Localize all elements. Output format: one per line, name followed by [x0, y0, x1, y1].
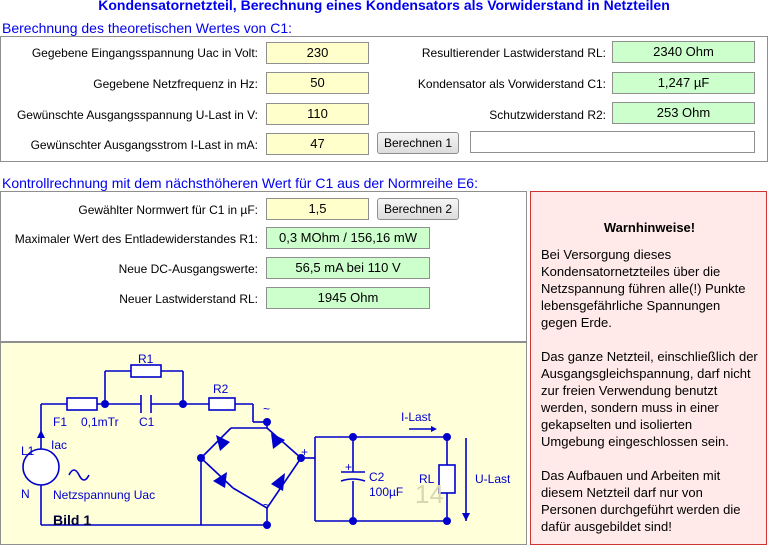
dc-output-field: 56,5 mA bei 110 V: [266, 257, 430, 279]
calculate-2-button[interactable]: Berechnen 2: [377, 198, 459, 220]
label-ulast: U-Last: [475, 472, 511, 486]
label-ac-top: ~: [263, 402, 270, 416]
warning-paragraph-1: Bei Versorgung dieses Kondensatornetztei…: [541, 247, 746, 330]
r1-max-label: Maximaler Wert des Entladewiderstandes R…: [14, 232, 258, 246]
circuit-schematic: R1 R2 F1 0,1mTr C1 L1 N Iac Netzspannung…: [21, 352, 511, 529]
section2-heading: Kontrollrechnung mit dem nächsthöheren W…: [2, 175, 478, 191]
message-field[interactable]: [470, 131, 755, 153]
new-rl-field: 1945 Ohm: [266, 287, 430, 309]
diagram-caption: Bild 1: [53, 512, 91, 528]
label-c2: C2: [369, 470, 385, 484]
input-label-frequency: Gegebene Netzfrequenz in Hz:: [93, 77, 258, 91]
input-label-ulast: Gewünschte Ausgangsspannung U-Last in V:: [16, 108, 258, 122]
dc-output-label: Neue DC-Ausgangswerte:: [118, 262, 258, 276]
label-c2-value: 100µF: [369, 485, 403, 499]
label-c1: C1: [139, 415, 155, 429]
label-fuse: 0,1mTr: [81, 415, 119, 429]
normwert-label: Gewählter Normwert für C1 in µF:: [78, 203, 258, 217]
label-l1: L1: [21, 444, 35, 458]
warning-box: Warnhinweise! Bei Versorgung dieses Kond…: [530, 191, 767, 545]
label-r2: R2: [213, 382, 229, 396]
label-plus: +: [301, 445, 308, 459]
input-label-ilast: Gewünschter Ausgangsstrom I-Last in mA:: [30, 138, 258, 152]
circuit-diagram: R1 R2 F1 0,1mTr C1 L1 N Iac Netzspannung…: [0, 342, 527, 545]
label-ac-bottom: ~: [263, 498, 270, 512]
label-n: N: [21, 487, 30, 501]
input-uac-field[interactable]: 230: [266, 42, 369, 64]
result-r2-field: 253 Ohm: [612, 102, 755, 124]
warning-title: Warnhinweise!: [603, 220, 696, 235]
result-label-rl: Resultierender Lastwiderstand RL:: [421, 46, 606, 60]
watermark: 14: [415, 479, 444, 509]
label-f1: F1: [53, 415, 67, 429]
input-frequency-field[interactable]: 50: [266, 72, 369, 94]
label-plus-c2: +: [345, 460, 352, 474]
page-title: Kondensatornetzteil, Berechnung eines Ko…: [98, 0, 670, 13]
normwert-field[interactable]: 1,5: [266, 198, 369, 220]
warning-paragraph-2: Das ganze Netzteil, einschließlich der A…: [541, 349, 758, 449]
result-c1-field: 1,247 µF: [612, 72, 755, 94]
label-source: Netzspannung Uac: [53, 488, 155, 502]
result-label-c1: Kondensator als Vorwiderstand C1:: [417, 77, 606, 91]
label-ilast: I-Last: [401, 410, 432, 424]
r1-max-field: 0,3 MOhm / 156,16 mW: [266, 227, 430, 249]
new-rl-label: Neuer Lastwiderstand RL:: [119, 292, 258, 306]
input-label-uac: Gegebene Eingangsspannung Uac in Volt:: [31, 46, 258, 60]
result-rl-field: 2340 Ohm: [612, 41, 755, 63]
label-rl: RL: [419, 472, 435, 486]
section1-heading: Berechnung des theoretischen Wertes von …: [2, 20, 293, 36]
result-label-r2: Schutzwiderstand R2:: [489, 108, 606, 122]
label-iac: Iac: [51, 438, 67, 452]
warning-paragraph-3: Das Aufbauen und Arbeiten mit diesem Net…: [541, 468, 741, 534]
calculate-1-button[interactable]: Berechnen 1: [377, 132, 459, 154]
label-r1: R1: [138, 352, 154, 366]
input-ulast-field[interactable]: 110: [266, 103, 369, 125]
input-ilast-field[interactable]: 47: [266, 133, 369, 155]
